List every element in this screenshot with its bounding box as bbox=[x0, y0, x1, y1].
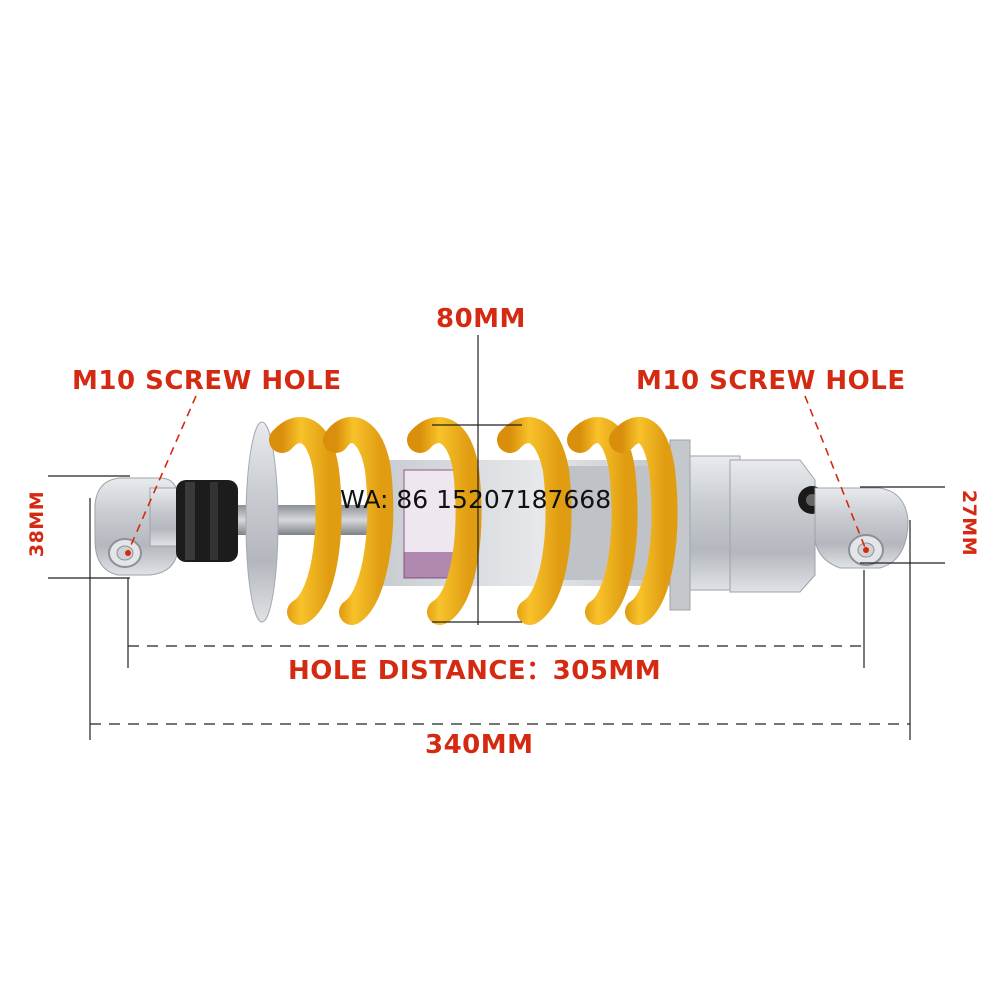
dimension-lines bbox=[48, 335, 945, 740]
left-screw-hole-label: M10 SCREW HOLE bbox=[72, 366, 342, 396]
right-screw-hole-label: M10 SCREW HOLE bbox=[636, 366, 906, 396]
left-spring-seat bbox=[245, 421, 279, 623]
right-body bbox=[729, 459, 826, 593]
total-length-label: 340MM bbox=[425, 730, 534, 760]
right-eye-width-label: 27MM bbox=[958, 489, 981, 557]
rubber-bump-stop bbox=[176, 480, 238, 562]
right-hole-marker bbox=[863, 547, 869, 553]
left-eye-mount bbox=[94, 477, 189, 576]
hole-distance-label: HOLE DISTANCE：305MM bbox=[288, 656, 662, 686]
left-eye-width-label: 38MM bbox=[26, 490, 49, 558]
screw-hole-leaders bbox=[127, 395, 867, 553]
left-hole-marker bbox=[125, 550, 131, 556]
watermark-contact: WA: 86 15207187668 bbox=[340, 485, 612, 514]
right-eye-mount bbox=[814, 487, 909, 569]
coil-spring bbox=[269, 417, 678, 625]
spring-diameter-label: 80MM bbox=[436, 304, 526, 334]
